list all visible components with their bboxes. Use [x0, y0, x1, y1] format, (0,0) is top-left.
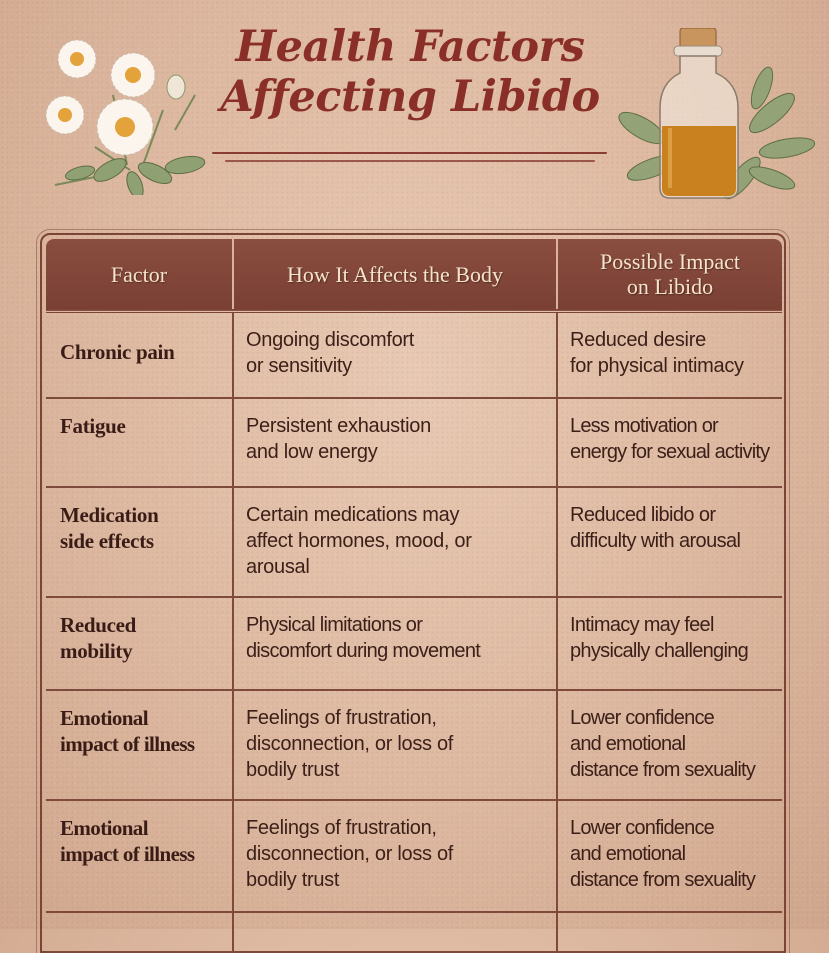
factor-cell: Fatigue [46, 397, 234, 488]
effect-text: discomfort during movement [246, 640, 481, 662]
effect-cell: Physical limitations or discomfort durin… [232, 596, 558, 691]
column-header-impact: Possible Impact on Libido [556, 239, 782, 311]
table-row: Reduced mobility Physical limitations or… [46, 596, 782, 691]
impact-text: and emotional [570, 843, 686, 865]
column-header-effect: How It Affects the Body [232, 239, 557, 311]
impact-text: distance from sexuality [570, 869, 756, 891]
effect-text: Certain medications may [246, 504, 460, 526]
header-text: Factor [110, 261, 168, 287]
factor-text: mobility [60, 639, 133, 663]
effect-text: bodily trust [246, 759, 340, 781]
effect-text: disconnection, or loss of [246, 843, 454, 865]
impact-text: physically challenging [570, 640, 749, 662]
title-line-2: Affecting Libido [220, 72, 600, 122]
health-factors-table-frame: Factor How It Affects the Body Possible … [36, 229, 790, 953]
factor-text: Emotional [60, 816, 149, 840]
effect-text: or sensitivity [246, 355, 352, 377]
daisy-flowers-icon [45, 39, 206, 195]
page-title: Health Factors Affecting Libido [200, 22, 620, 122]
impact-text: Reduced desire [570, 329, 706, 351]
factor-cell: Emotional impact of illness [46, 799, 234, 913]
effect-cell: Persistent exhaustion and low energy [232, 397, 558, 488]
impact-text: Lower confidence [570, 707, 715, 729]
factor-cell: Chronic pain [46, 310, 234, 399]
impact-cell: Reduced libido or difficulty with arousa… [556, 486, 782, 598]
effect-cell: Certain medications may affect hormones,… [232, 486, 558, 598]
factor-text: Emotional [60, 706, 149, 730]
effect-text: Feelings of frustration, [246, 707, 437, 729]
table-row-partial [46, 911, 782, 953]
factor-text: impact of illness [60, 732, 195, 756]
oil-bottle-icon [618, 28, 816, 200]
factor-text: side effects [60, 529, 154, 553]
effect-cell: Ongoing discomfort or sensitivity [232, 310, 558, 399]
effect-text: Ongoing discomfort [246, 329, 415, 351]
header-text: on Libido [626, 274, 714, 299]
impact-text: difficulty with arousal [570, 530, 741, 552]
effect-text: Persistent exhaustion [246, 415, 431, 437]
effect-text: disconnection, or loss of [246, 733, 454, 755]
factor-cell: Medication side effects [46, 486, 234, 598]
effect-cell: Feelings of frustration, disconnection, … [232, 689, 558, 801]
impact-cell: Lower confidence and emotional distance … [556, 689, 782, 801]
header-text: How It Affects the Body [287, 261, 503, 287]
factor-text: Reduced [60, 613, 137, 637]
title-underline [212, 152, 607, 154]
impact-text: energy for sexual activity [570, 441, 770, 463]
table-row: Medication side effects Certain medicati… [46, 486, 782, 598]
factor-text: Fatigue [60, 414, 126, 438]
effect-text: bodily trust [246, 869, 340, 891]
impact-text: Less motivation or [570, 415, 719, 437]
title-line-1: Health Factors [235, 22, 585, 72]
effect-text: affect hormones, mood, or [246, 530, 472, 552]
title-underline-2 [225, 160, 595, 162]
factor-cell [46, 911, 234, 953]
effect-text: Physical limitations or [246, 614, 423, 636]
factor-cell: Emotional impact of illness [46, 689, 234, 801]
factor-text: Medication [60, 503, 159, 527]
table-row: Chronic pain Ongoing discomfort or sensi… [46, 310, 782, 399]
factor-text: impact of illness [60, 842, 195, 866]
impact-cell: Less motivation or energy for sexual act… [556, 397, 782, 488]
table-row: Fatigue Persistent exhaustion and low en… [46, 397, 782, 488]
impact-cell: Intimacy may feel physically challenging [556, 596, 782, 691]
impact-text: Intimacy may feel [570, 614, 714, 636]
impact-text: distance from sexuality [570, 759, 756, 781]
header-text: Possible Impact [600, 249, 740, 274]
table-row: Emotional impact of illness Feelings of … [46, 689, 782, 801]
impact-text: Reduced libido or [570, 504, 716, 526]
impact-cell: Reduced desire for physical intimacy [556, 310, 782, 399]
health-factors-table: Factor How It Affects the Body Possible … [46, 239, 782, 953]
impact-text: and emotional [570, 733, 686, 755]
factor-text: Chronic pain [60, 340, 175, 364]
factor-cell: Reduced mobility [46, 596, 234, 691]
effect-text: Feelings of frustration, [246, 817, 437, 839]
table-row: Emotional impact of illness Feelings of … [46, 799, 782, 913]
impact-cell [556, 911, 782, 953]
effect-cell [232, 911, 558, 953]
impact-text: Lower confidence [570, 817, 715, 839]
effect-cell: Feelings of frustration, disconnection, … [232, 799, 558, 913]
effect-text: arousal [246, 556, 310, 578]
table-header-row: Factor How It Affects the Body Possible … [46, 239, 782, 311]
impact-text: for physical intimacy [570, 355, 744, 377]
impact-cell: Lower confidence and emotional distance … [556, 799, 782, 913]
effect-text: and low energy [246, 441, 378, 463]
column-header-factor: Factor [46, 239, 233, 311]
